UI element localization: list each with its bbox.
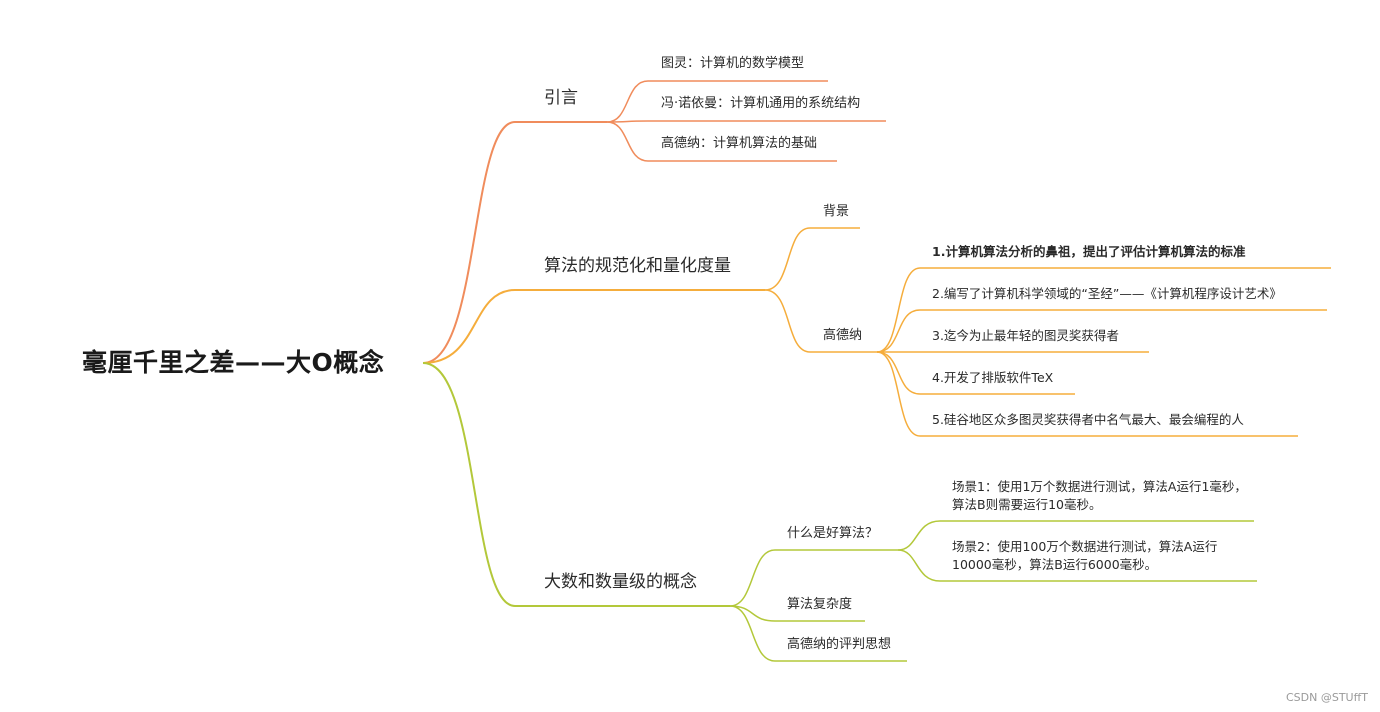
connector-knuth-4 bbox=[876, 351, 921, 395]
topic-knuth-item-3[interactable]: 3.迄今为止最年轻的图灵奖获得者 bbox=[932, 328, 1119, 343]
topic-knuth-item-5[interactable]: 5.硅谷地区众多图灵奖获得者中名气最大、最会编程的人 bbox=[932, 412, 1244, 427]
topic-intro[interactable]: 引言 bbox=[544, 88, 578, 108]
topic-complexity[interactable]: 算法复杂度 bbox=[787, 597, 853, 612]
connector-root-intro bbox=[422, 121, 516, 364]
topic-algo-background[interactable]: 背景 bbox=[823, 204, 850, 219]
topic-intro-neumann[interactable]: 冯·诺依曼：计算机通用的系统结构 bbox=[661, 96, 861, 111]
connector-big-good bbox=[729, 549, 776, 607]
connector-knuth-5 bbox=[876, 351, 921, 437]
topic-knuth-item-4[interactable]: 4.开发了排版软件TeX bbox=[932, 370, 1054, 385]
connector-big-complexity bbox=[729, 605, 776, 622]
topic-intro-knuth[interactable]: 高德纳：计算机算法的基础 bbox=[661, 136, 818, 151]
connector-intro-3 bbox=[606, 121, 649, 162]
connector-good-2 bbox=[897, 549, 941, 582]
connector-algo-bg bbox=[764, 227, 811, 291]
topic-intro-turing[interactable]: 图灵：计算机的数学模型 bbox=[661, 56, 805, 71]
topic-knuth-item-1[interactable]: 1.计算机算法分析的鼻祖，提出了评估计算机算法的标准 bbox=[932, 244, 1246, 259]
topic-knuth-item-2[interactable]: 2.编写了计算机科学领域的“圣经”——《计算机程序设计艺术》 bbox=[932, 286, 1282, 301]
topic-scenario-1[interactable]: 场景1：使用1万个数据进行测试，算法A运行1毫秒，算法B则需要运行10毫秒。 bbox=[952, 479, 1247, 512]
connector-knuth-2 bbox=[876, 309, 921, 353]
topic-algo[interactable]: 算法的规范化和量化度量 bbox=[544, 256, 731, 276]
topic-good-algorithm[interactable]: 什么是好算法？ bbox=[787, 526, 879, 541]
connector-big-idea bbox=[729, 605, 776, 662]
connector-root-big bbox=[422, 362, 516, 607]
root-topic[interactable]: 毫厘千里之差——大O概念 bbox=[82, 348, 385, 377]
watermark: CSDN @STUffT bbox=[1286, 691, 1368, 704]
connector-intro-1 bbox=[606, 80, 649, 123]
connector-knuth-1 bbox=[876, 267, 921, 353]
topic-scenario-2[interactable]: 场景2：使用100万个数据进行测试，算法A运行10000毫秒，算法B运行6000… bbox=[952, 539, 1218, 572]
topic-knuth-idea[interactable]: 高德纳的评判思想 bbox=[787, 637, 892, 652]
topic-big-numbers[interactable]: 大数和数量级的概念 bbox=[544, 572, 697, 592]
connector-root-algo bbox=[422, 289, 516, 364]
connector-algo-knuth bbox=[764, 289, 811, 353]
topic-algo-knuth[interactable]: 高德纳 bbox=[823, 328, 863, 343]
connector-good-1 bbox=[897, 520, 941, 551]
